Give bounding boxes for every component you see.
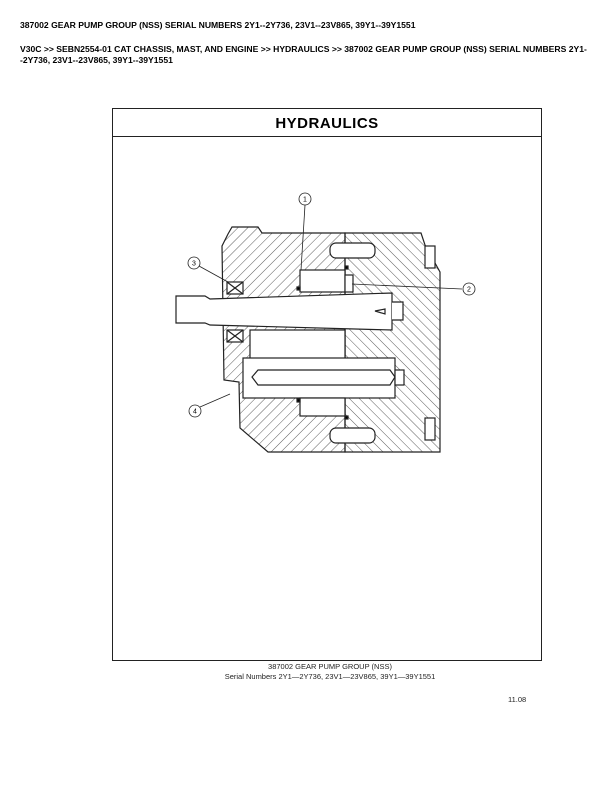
dowel-slot-bottom <box>329 427 376 444</box>
callout-1: 1 <box>303 197 307 204</box>
callout-4: 4 <box>193 409 197 416</box>
page-heading: 387002 GEAR PUMP GROUP (NSS) SERIAL NUMB… <box>20 20 416 30</box>
drive-shaft <box>175 292 393 331</box>
callout-4-circle <box>188 404 202 418</box>
bolt-head-top <box>424 245 436 269</box>
callout-1-circle <box>298 192 312 206</box>
dowel-slot-top <box>329 242 376 259</box>
callout-3-circle <box>187 256 201 270</box>
callout-3: 3 <box>192 261 196 268</box>
figure-caption-title: 387002 GEAR PUMP GROUP (NSS) <box>268 662 392 671</box>
driven-shaft <box>251 369 396 386</box>
bolt-head-bottom <box>424 417 436 441</box>
page-number: 11.08 <box>508 695 527 704</box>
figure-caption-serials: Serial Numbers 2Y1—2Y736, 23V1—23V865, 3… <box>224 672 436 681</box>
callout-2: 2 <box>467 287 471 294</box>
figure-frame: HYDRAULICS <box>112 108 542 661</box>
section-title: HYDRAULICS <box>113 109 541 137</box>
callout-2-circle <box>462 282 476 296</box>
breadcrumb: V30C >> SEBN2554-01 CAT CHASSIS, MAST, A… <box>20 44 587 65</box>
